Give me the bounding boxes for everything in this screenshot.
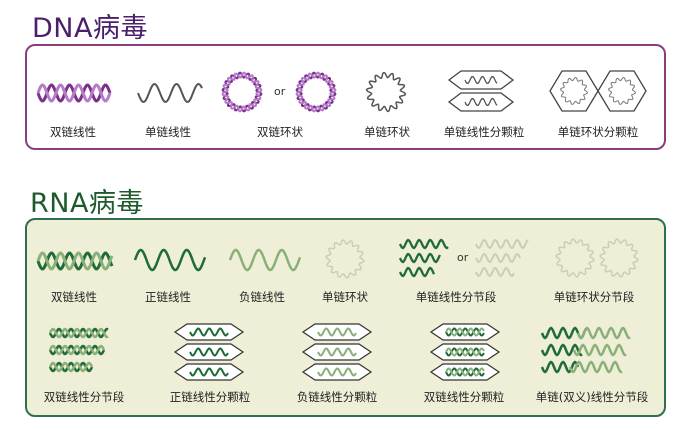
segmented-linear-icon [447, 70, 515, 112]
rna-label-r1-5: 单链环状分节段 [553, 290, 635, 304]
dna-label-5: 单链环状分颗粒 [557, 125, 639, 139]
double-strand-linear-icon [36, 83, 112, 103]
double-segmented-particle-icon [429, 323, 501, 381]
rna-label-r2-4: 单链(双义)线性分节段 [535, 390, 649, 404]
double-strand-circular-icon [221, 71, 337, 113]
ambisense-segmented-icon [540, 326, 631, 374]
double-strand-linear-icon [36, 251, 114, 271]
rna-label-r2-0: 双链线性分节段 [43, 390, 125, 404]
single-strand-linear-icon [137, 83, 203, 103]
dna-label-1: 单链线性 [145, 125, 191, 139]
negative-strand-linear-icon [228, 248, 302, 272]
dna-label-2: 双链环状 [257, 125, 303, 139]
double-strand-segmented-icon [48, 327, 109, 373]
rna-label-r2-1: 正链线性分颗粒 [169, 390, 251, 404]
positive-segmented-particle-icon [173, 323, 245, 381]
segmented-circular-icon [555, 238, 639, 278]
rna-label-r1-0: 双链线性 [51, 290, 97, 304]
or-text-rna: or [457, 251, 469, 264]
dna-label-3: 单链环状 [364, 125, 410, 139]
rna-label-r1-3: 单链环状 [322, 290, 368, 304]
rna-label-r1-2: 负链线性 [239, 290, 285, 304]
single-strand-circular-icon [325, 239, 365, 279]
dna-label-0: 双链线性 [50, 125, 96, 139]
dna-label-4: 单链线性分颗粒 [443, 125, 525, 139]
rna-label-r2-2: 负链线性分颗粒 [296, 390, 378, 404]
single-strand-circular-icon [365, 71, 407, 113]
rna-label-r2-3: 双链线性分颗粒 [423, 390, 505, 404]
negative-segmented-particle-icon [301, 323, 373, 381]
rna-label-r1-4: 单链线性分节段 [415, 290, 497, 304]
segmented-linear-icon [398, 238, 529, 278]
rna-label-r1-1: 正链线性 [145, 290, 191, 304]
positive-strand-linear-icon [133, 248, 207, 272]
dna-title: DNA病毒 [32, 13, 148, 44]
segmented-circular-icon [549, 70, 647, 112]
rna-title: RNA病毒 [30, 188, 144, 219]
or-text-dna: or [274, 85, 286, 98]
